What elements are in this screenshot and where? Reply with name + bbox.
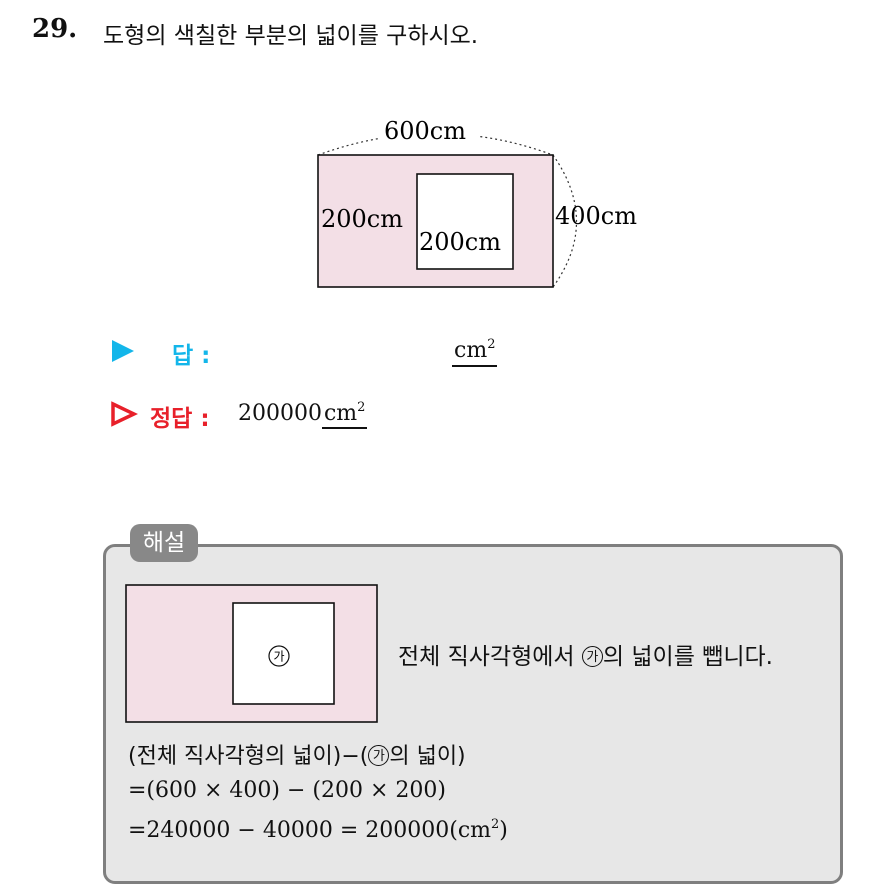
answer-unit-text: cm xyxy=(454,338,488,363)
answer-unit: cm2 xyxy=(452,337,498,367)
correct-arrow-icon xyxy=(111,401,138,427)
label-inner-left-200cm: 200cm xyxy=(321,205,403,233)
line1-mark: 가 xyxy=(368,745,390,766)
correct-unit-sup: 2 xyxy=(357,400,366,415)
question-text: 도형의 색칠한 부분의 넓이를 구하시오. xyxy=(103,23,479,49)
answer-arrow-icon xyxy=(112,340,134,362)
line1-text-2: 의 넓이) xyxy=(389,744,466,769)
top-label-mask xyxy=(380,118,480,142)
right-dimension-arc xyxy=(552,154,577,288)
line3-unit: cm xyxy=(457,818,491,843)
explanation-tab: 해설 xyxy=(130,524,198,562)
correct-unit: cm2 xyxy=(321,400,368,429)
label-600cm: 600cm xyxy=(384,117,466,145)
correct-value: 200000 xyxy=(238,401,322,426)
line1-text-1: (전체 직사각형의 넓이)−( xyxy=(128,744,369,769)
line3-sup: 2 xyxy=(491,817,500,832)
expl-inner-square xyxy=(232,602,335,705)
desc-text-2: 의 넓이를 뺍니다. xyxy=(602,644,773,670)
correct-unit-text: cm xyxy=(323,401,358,426)
expl-inner-mark: 가 xyxy=(273,650,284,664)
answer-unit-sup: 2 xyxy=(487,337,496,352)
explanation-figure: 가 xyxy=(125,584,378,723)
expl-mark-circle xyxy=(268,645,290,667)
explanation-line-3: =240000 − 40000 = 200000(cm2) xyxy=(128,818,508,843)
label-inner-bottom-200cm: 200cm xyxy=(419,228,501,256)
correct-answer: 200000cm2 xyxy=(238,400,368,429)
label-400cm: 400cm xyxy=(555,202,637,230)
explanation-line-2: =(600 × 400) − (200 × 200) xyxy=(128,778,446,803)
correct-label: 정답 : xyxy=(150,406,210,432)
line3-close: ) xyxy=(499,818,508,843)
inner-square xyxy=(416,173,514,270)
question-figure: 600cm 400cm 200cm 200cm xyxy=(317,117,637,288)
desc-text-1: 전체 직사각형에서 xyxy=(398,644,582,670)
answer-label: 답 : xyxy=(172,343,211,369)
line3-text: =240000 − 40000 = 200000( xyxy=(128,818,458,843)
desc-mark: 가 xyxy=(581,646,603,667)
question-number: 29. xyxy=(32,14,78,44)
